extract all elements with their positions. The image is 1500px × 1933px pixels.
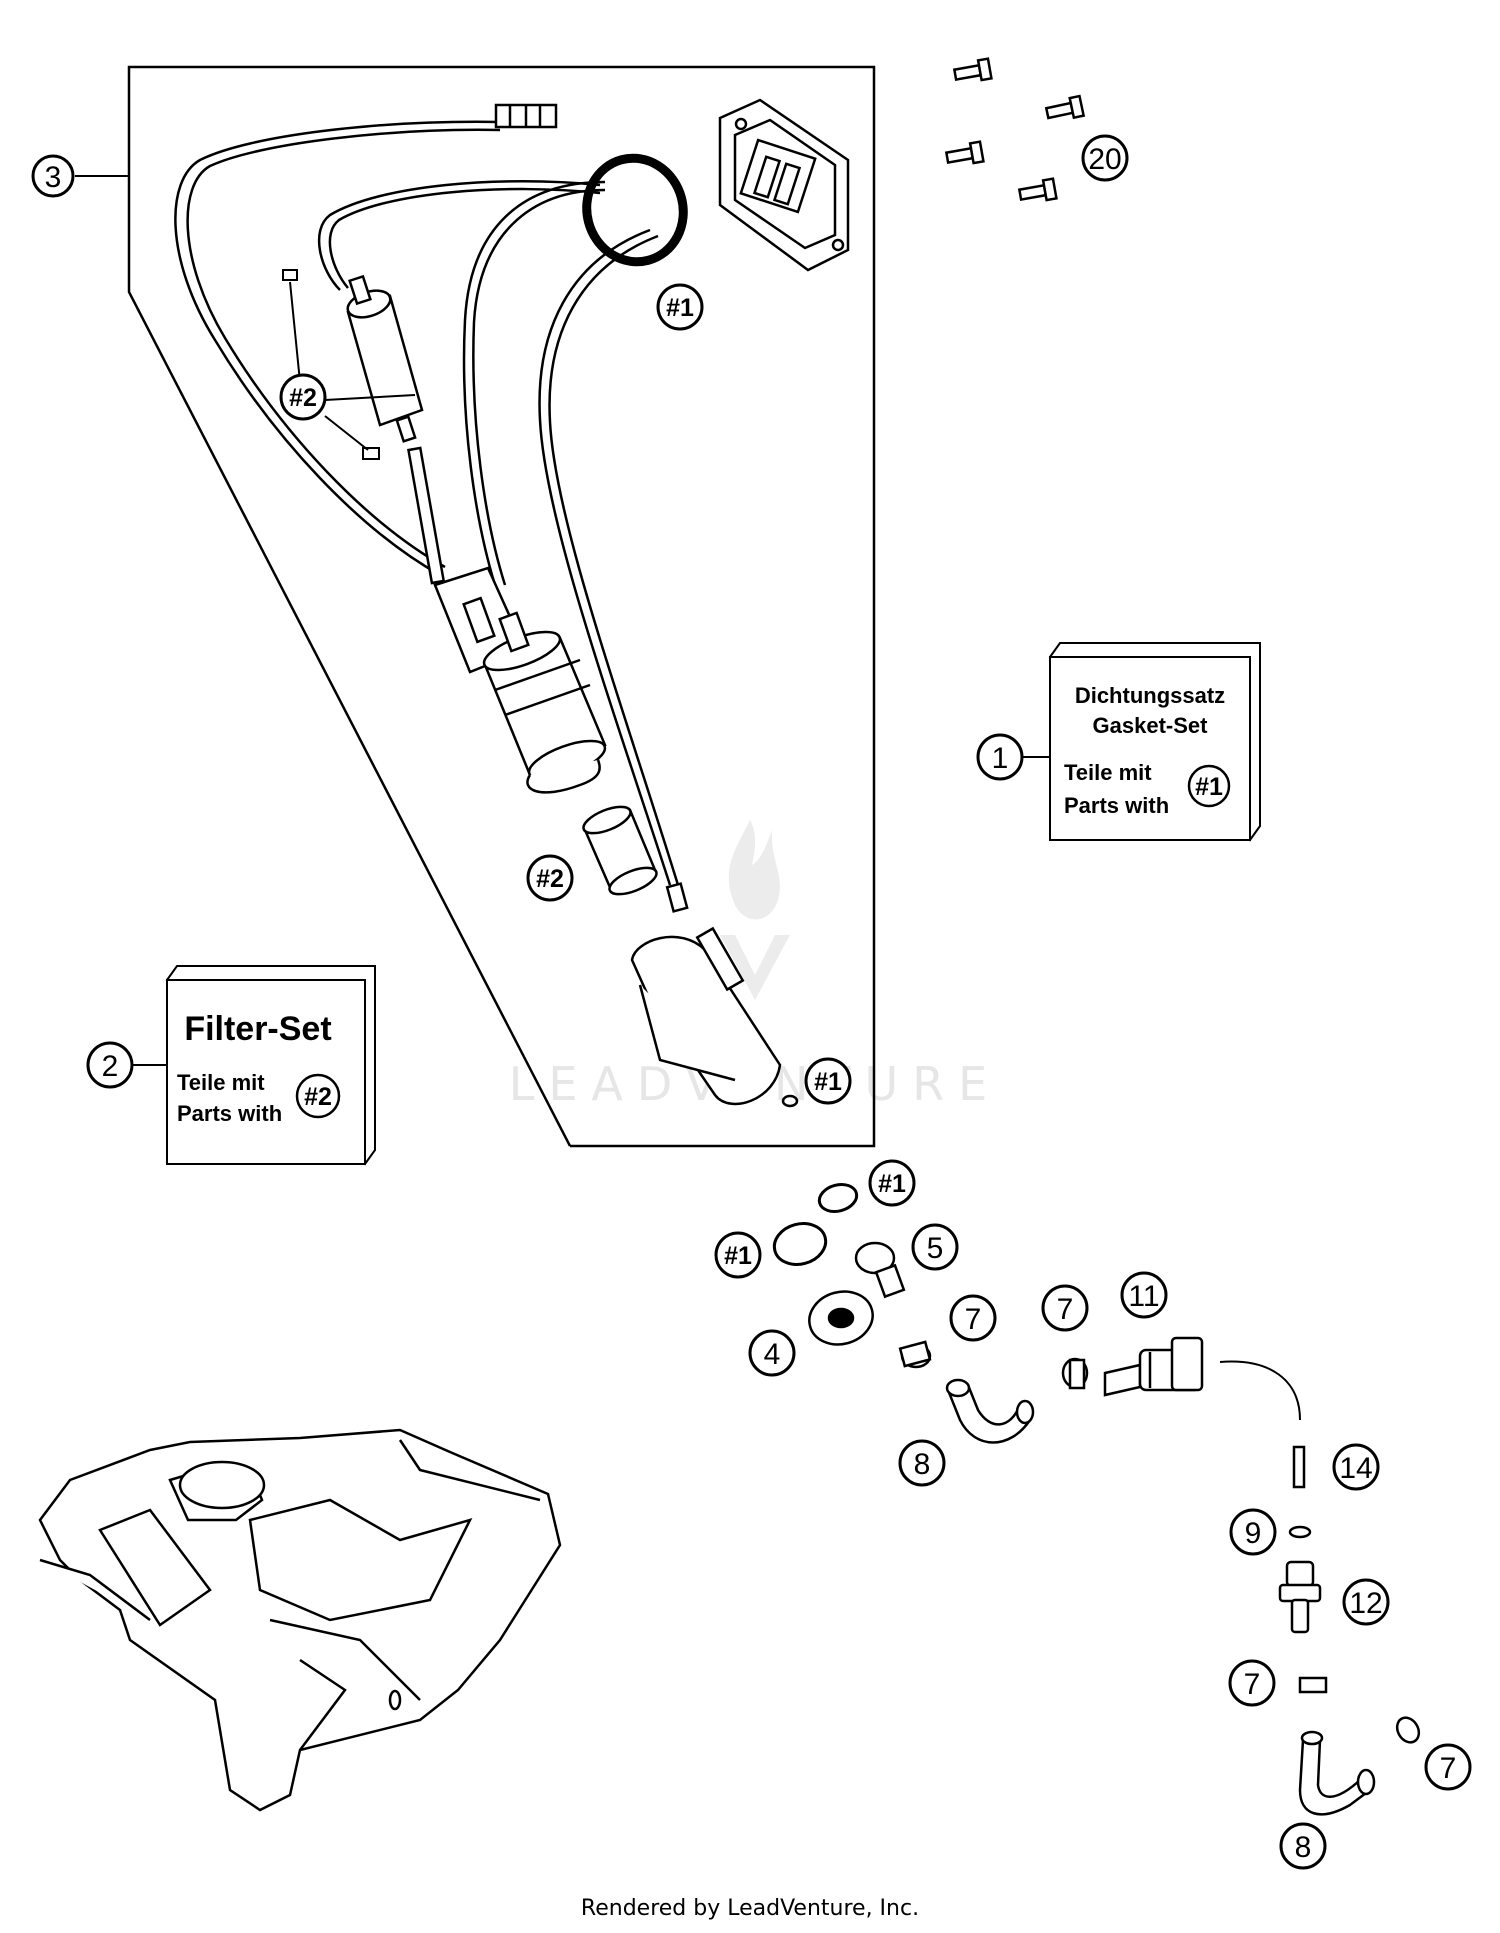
svg-text:#2: #2: [289, 384, 317, 412]
flange-bolts: [944, 57, 1086, 202]
svg-text:#1: #1: [814, 1068, 842, 1096]
o-ring-small: [1288, 1525, 1312, 1539]
hose-clamp-mid: [1061, 1357, 1089, 1390]
callout-ref1-canister: #1: [804, 1057, 852, 1105]
filter-clip-bottom: [362, 447, 380, 460]
callout-12: 12: [1342, 1578, 1390, 1626]
fuel-tank: [38, 1428, 562, 1812]
fuel-lines: [317, 180, 680, 886]
svg-text:8: 8: [1295, 1831, 1312, 1864]
gasket-set-title-de: Dichtungssatz: [1075, 683, 1225, 708]
gasket-set-line2: Parts with: [1064, 793, 1169, 818]
callout-1: 1: [976, 733, 1024, 781]
callout-8-b: 8: [1279, 1822, 1327, 1870]
svg-text:#1: #1: [878, 1170, 906, 1198]
svg-text:4: 4: [764, 1338, 781, 1371]
callout-7-c: 7: [1228, 1659, 1276, 1707]
svg-text:9: 9: [1245, 1517, 1262, 1550]
leader-line: [324, 415, 369, 451]
svg-text:1: 1: [992, 742, 1009, 775]
svg-text:#1: #1: [666, 294, 694, 322]
watermark-v-icon: [720, 935, 790, 1000]
hose-clamp-end: [1395, 1716, 1421, 1744]
svg-text:12: 12: [1349, 1587, 1382, 1620]
leader-line: [289, 281, 301, 383]
hose-clamp-lower: [1298, 1676, 1328, 1694]
connector-leader: [1219, 1360, 1301, 1421]
callout-7-a: 7: [949, 1294, 997, 1342]
pump-strainer-sleeve: [582, 805, 658, 896]
quick-connector: [1103, 1336, 1204, 1397]
callout-2: 2: [86, 1041, 134, 1089]
fuel-filter-canister: [630, 882, 799, 1108]
svg-text:20: 20: [1088, 143, 1121, 176]
retaining-pin: [1292, 1445, 1306, 1489]
svg-text:11: 11: [1128, 1280, 1159, 1313]
callout-ref1-oring-upper: #1: [868, 1159, 916, 1207]
pump-seal-ring: [582, 153, 688, 267]
callout-3: 3: [31, 154, 75, 198]
t-connector: [1278, 1560, 1322, 1634]
svg-text:#2: #2: [536, 865, 564, 893]
gasket-set-title-en: Gasket-Set: [1093, 713, 1209, 738]
callout-7-b: 7: [1041, 1284, 1089, 1332]
callout-7-d: 7: [1424, 1743, 1472, 1791]
pump-assembly-frame: [127, 65, 876, 1148]
svg-text:#1: #1: [724, 1242, 752, 1270]
leader-line: [324, 394, 416, 401]
svg-text:8: 8: [914, 1448, 931, 1481]
filter-set-line2: Parts with: [177, 1101, 282, 1126]
wiring-harness: [174, 103, 558, 577]
filter-set-box: Filter-Set Teile mit Parts with #2: [165, 965, 376, 1166]
svg-text:5: 5: [927, 1232, 944, 1265]
filter-set-line1: Teile mit: [177, 1070, 265, 1095]
svg-text:7: 7: [965, 1303, 982, 1336]
elbow-hose-lower: [1298, 1730, 1376, 1816]
watermark-logo-icon: [728, 820, 780, 920]
footer-credit: Rendered by LeadVenture, Inc.: [581, 1896, 919, 1921]
elbow-hose-upper: [945, 1378, 1035, 1444]
gasket-set-ref: #1: [1195, 773, 1223, 801]
callout-ref1-seal: #1: [656, 283, 704, 331]
inline-fuel-filter: [346, 274, 424, 443]
pump-flange: [718, 98, 850, 272]
callout-5: 5: [911, 1223, 959, 1271]
svg-text:14: 14: [1339, 1452, 1372, 1485]
fuel-pump: [433, 566, 607, 794]
callout-ref2-sleeve: #2: [526, 854, 574, 902]
svg-text:3: 3: [45, 161, 62, 194]
callout-ref2-filter: #2: [279, 373, 327, 421]
callout-ref1-oring-lower: #1: [714, 1231, 762, 1279]
gasket-set-box: Dichtungssatz Gasket-Set Teile mit Parts…: [1048, 642, 1261, 842]
outlet-nipple: [854, 1241, 906, 1299]
filter-set-title: Filter-Set: [184, 1010, 331, 1048]
feed-hose-segment: [407, 446, 446, 585]
svg-text:7: 7: [1057, 1293, 1074, 1326]
svg-text:2: 2: [102, 1050, 119, 1083]
callout-11: 11: [1120, 1271, 1168, 1319]
filter-clip-top: [282, 269, 298, 281]
callout-4: 4: [748, 1329, 796, 1377]
callout-20: 20: [1081, 134, 1129, 182]
filter-set-ref: #2: [304, 1083, 332, 1111]
hose-clamp-small: [898, 1340, 932, 1369]
callout-9: 9: [1229, 1508, 1277, 1556]
outlet-flange: [808, 1290, 874, 1346]
outlet-o-rings: [772, 1183, 859, 1266]
svg-text:7: 7: [1440, 1752, 1457, 1785]
callout-14: 14: [1332, 1443, 1380, 1491]
svg-text:7: 7: [1244, 1668, 1261, 1701]
gasket-set-line1: Teile mit: [1064, 760, 1152, 785]
callout-8-a: 8: [898, 1439, 946, 1487]
